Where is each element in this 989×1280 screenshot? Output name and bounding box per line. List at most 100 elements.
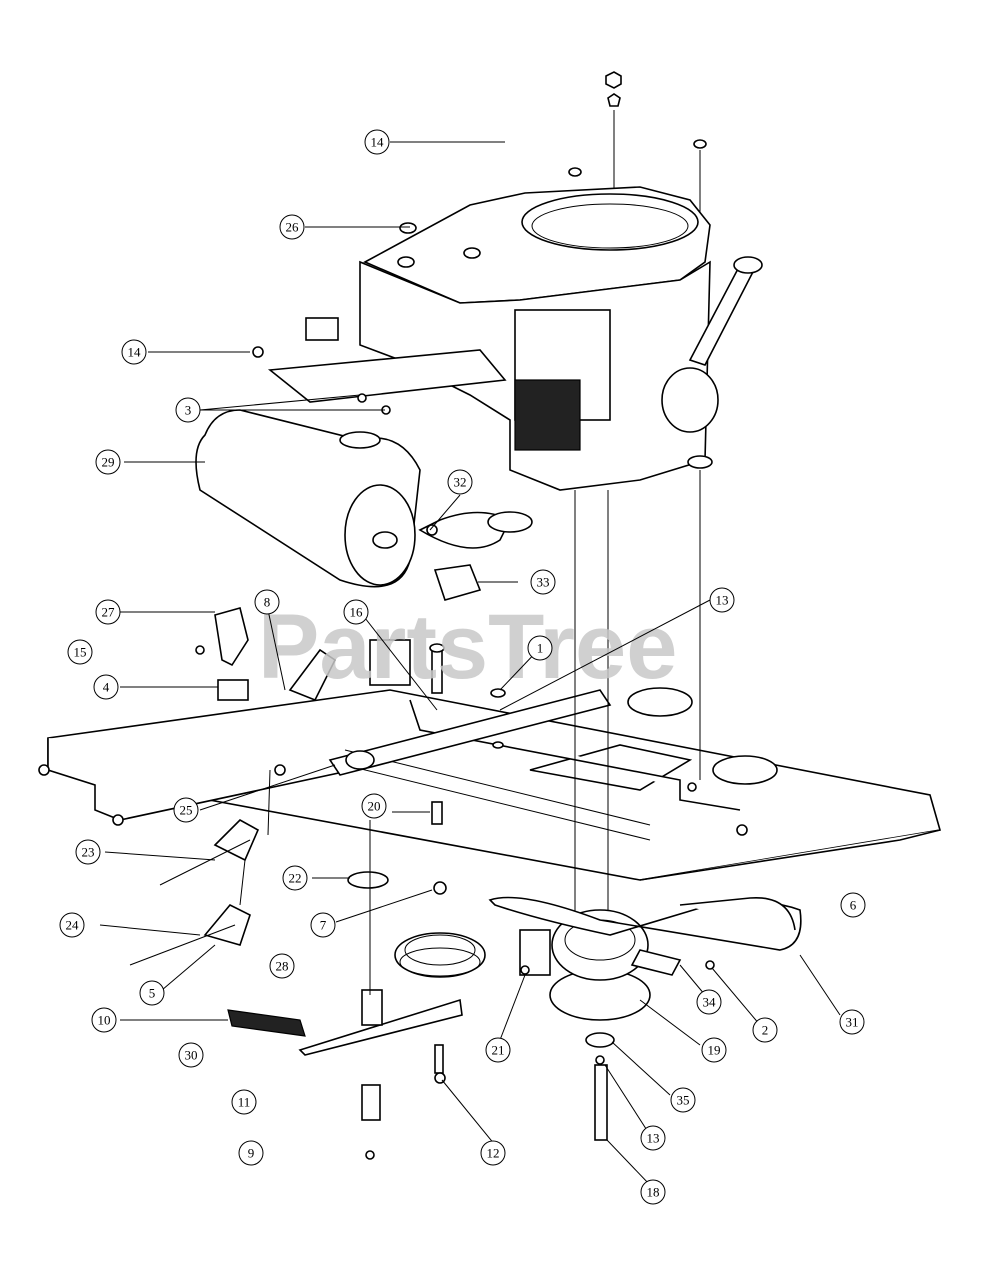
leader-lines xyxy=(99,141,841,1186)
svg-text:28: 28 xyxy=(276,959,289,974)
svg-text:25: 25 xyxy=(180,803,193,818)
frame-assembly xyxy=(38,470,942,1000)
exhaust-gasket xyxy=(487,511,533,533)
callout-9[interactable]: 9 xyxy=(238,1140,264,1166)
control-bracket xyxy=(305,317,339,341)
callout-23[interactable]: 23 xyxy=(75,839,101,865)
control-levers xyxy=(129,607,337,1037)
svg-text:12: 12 xyxy=(487,1146,500,1161)
muffler-assembly xyxy=(195,409,533,601)
callout-5[interactable]: 5 xyxy=(139,980,165,1006)
svg-text:13: 13 xyxy=(647,1131,660,1146)
frame-hole-2 xyxy=(712,755,778,785)
exhaust-elbow xyxy=(433,564,482,601)
svg-text:21: 21 xyxy=(492,1043,505,1058)
callout-22[interactable]: 22 xyxy=(282,865,308,891)
callout-7[interactable]: 7 xyxy=(310,912,336,938)
brake-lever-lower xyxy=(203,904,251,946)
svg-text:9: 9 xyxy=(248,1146,255,1161)
svg-text:19: 19 xyxy=(708,1043,721,1058)
callout-18[interactable]: 18 xyxy=(640,1179,666,1205)
spacer-sleeve xyxy=(361,1084,381,1121)
callout-27[interactable]: 27 xyxy=(95,599,121,625)
engine-blower-housing xyxy=(514,379,581,451)
engine-bracket xyxy=(267,349,507,403)
throttle-lever xyxy=(288,648,337,702)
svg-text:27: 27 xyxy=(102,605,116,620)
callout-10[interactable]: 10 xyxy=(91,1007,117,1033)
callout-14a[interactable]: 14 xyxy=(364,129,390,155)
callout-26[interactable]: 26 xyxy=(279,214,305,240)
callout-31[interactable]: 31 xyxy=(839,1009,865,1035)
callout-3[interactable]: 3 xyxy=(175,397,201,423)
engine-top-nut xyxy=(605,71,622,89)
callout-2[interactable]: 2 xyxy=(752,1017,778,1043)
svg-text:10: 10 xyxy=(98,1013,111,1028)
callout-19[interactable]: 19 xyxy=(701,1037,727,1063)
frame-front-rail xyxy=(47,738,391,821)
svg-text:2: 2 xyxy=(762,1023,769,1038)
callout-15[interactable]: 15 xyxy=(67,639,93,665)
frame-hole-1 xyxy=(627,687,693,717)
washer xyxy=(347,871,389,889)
svg-text:14: 14 xyxy=(128,345,142,360)
nut xyxy=(433,881,447,895)
svg-text:24: 24 xyxy=(66,918,80,933)
svg-text:30: 30 xyxy=(185,1048,198,1063)
svg-text:35: 35 xyxy=(677,1093,690,1108)
lever-bracket xyxy=(217,679,249,701)
callouts: 26 14 14 3 29 32 33 27 8 16 13 1 15 4 25… xyxy=(59,129,866,1205)
callout-35[interactable]: 35 xyxy=(670,1087,696,1113)
svg-text:22: 22 xyxy=(289,871,302,886)
svg-text:8: 8 xyxy=(264,595,271,610)
lever-knob xyxy=(214,607,249,667)
callout-6[interactable]: 6 xyxy=(840,892,866,918)
callout-13b[interactable]: 13 xyxy=(640,1125,666,1151)
svg-text:32: 32 xyxy=(454,475,467,490)
callout-28[interactable]: 28 xyxy=(269,953,295,979)
callout-12[interactable]: 12 xyxy=(480,1140,506,1166)
svg-text:5: 5 xyxy=(149,986,156,1001)
callout-21[interactable]: 21 xyxy=(485,1037,511,1063)
svg-text:16: 16 xyxy=(350,605,364,620)
callout-8[interactable]: 8 xyxy=(254,589,280,615)
svg-text:13: 13 xyxy=(716,593,729,608)
svg-text:31: 31 xyxy=(846,1015,859,1030)
callout-13a[interactable]: 13 xyxy=(709,587,735,613)
callout-14b[interactable]: 14 xyxy=(121,339,147,365)
svg-text:7: 7 xyxy=(320,918,327,933)
callout-25[interactable]: 25 xyxy=(173,797,199,823)
callout-34[interactable]: 34 xyxy=(696,989,722,1015)
callout-30[interactable]: 30 xyxy=(178,1042,204,1068)
svg-text:20: 20 xyxy=(368,799,381,814)
idler-arm-boss xyxy=(361,989,383,1026)
callout-11[interactable]: 11 xyxy=(231,1089,257,1115)
idler-arm xyxy=(298,998,463,1056)
callout-29[interactable]: 29 xyxy=(95,449,121,475)
callout-32[interactable]: 32 xyxy=(447,469,473,495)
callout-16[interactable]: 16 xyxy=(343,599,369,625)
svg-text:29: 29 xyxy=(102,455,115,470)
svg-text:6: 6 xyxy=(850,898,857,913)
svg-text:23: 23 xyxy=(82,845,95,860)
svg-text:15: 15 xyxy=(74,645,87,660)
shoulder-bolt xyxy=(431,801,443,825)
svg-text:3: 3 xyxy=(185,403,192,418)
pin xyxy=(434,1044,444,1074)
watermark: PartsTree xyxy=(258,596,677,698)
callout-1[interactable]: 1 xyxy=(527,635,553,661)
callout-33[interactable]: 33 xyxy=(530,569,556,595)
engine-top-washer xyxy=(607,93,621,107)
clutch-washer xyxy=(585,1032,615,1048)
svg-text:26: 26 xyxy=(286,220,300,235)
pulley-assembly xyxy=(298,801,802,1160)
air-filter-cover xyxy=(521,193,699,251)
svg-text:1: 1 xyxy=(537,641,544,656)
drive-rod xyxy=(328,689,612,776)
oil-filter xyxy=(661,367,719,433)
callout-24[interactable]: 24 xyxy=(59,912,85,938)
callout-4[interactable]: 4 xyxy=(93,674,119,700)
callout-20[interactable]: 20 xyxy=(361,793,387,819)
handle-grip xyxy=(227,1009,306,1037)
